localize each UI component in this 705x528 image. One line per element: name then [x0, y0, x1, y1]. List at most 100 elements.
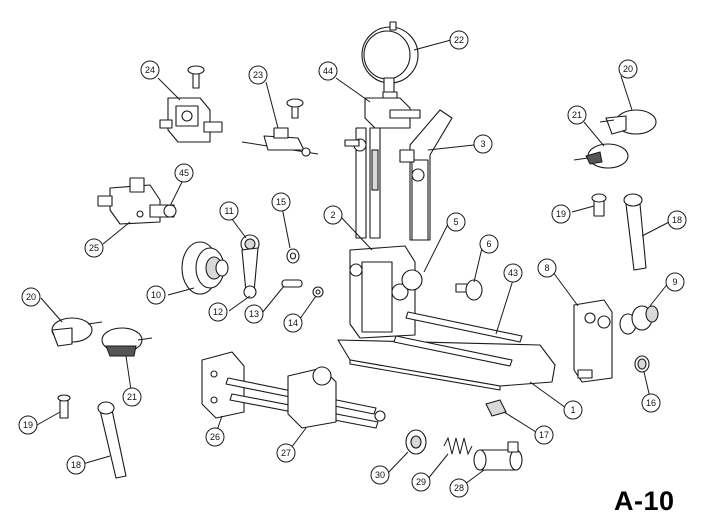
part-18-upper-tube: [623, 193, 647, 271]
callout-label: 9: [672, 277, 677, 287]
part-21-lower-indicator: [101, 327, 153, 357]
part-22-dial-indicator: [361, 21, 419, 99]
callout-29: 29: [411, 472, 431, 492]
callout-label: 24: [145, 65, 155, 75]
callout-18-upper: 18: [667, 210, 687, 230]
callout-19-upper: 19: [551, 204, 571, 224]
part-2-frame: [349, 245, 423, 339]
callout-17: 17: [534, 425, 554, 445]
callout-label: 45: [179, 168, 189, 178]
callout-23: 23: [248, 65, 268, 85]
figure-label: A-10: [614, 486, 675, 516]
callout-19-lower: 19: [18, 415, 38, 435]
callout-label: 14: [288, 318, 298, 328]
part-28-knob-assembly: [473, 441, 523, 471]
callout-label: 19: [556, 209, 566, 219]
part-20-lower-indicator: [51, 317, 103, 347]
callout-20-lower: 20: [21, 287, 41, 307]
callout-21-lower: 21: [122, 387, 142, 407]
callout-label: 23: [253, 70, 263, 80]
callout-10: 10: [146, 285, 166, 305]
callout-8: 8: [537, 258, 557, 278]
callout-label: 2: [330, 210, 335, 220]
callout-12: 12: [208, 302, 228, 322]
callout-label: 25: [89, 243, 99, 253]
part-10-knob: [181, 241, 229, 295]
callout-label: 12: [213, 307, 223, 317]
callout-label: 29: [416, 477, 426, 487]
callout-30: 30: [370, 465, 390, 485]
part-26-end-block: [201, 351, 245, 419]
callout-label: 17: [539, 430, 549, 440]
callout-label: 10: [151, 290, 161, 300]
callout-label: 21: [127, 392, 137, 402]
callout-label: 6: [486, 239, 491, 249]
part-44-column-holder: [344, 97, 421, 239]
callout-25: 25: [84, 238, 104, 258]
callout-label: 21: [572, 110, 582, 120]
callout-27: 27: [276, 443, 296, 463]
callout-21-upper: 21: [567, 105, 587, 125]
part-43-rods: [393, 311, 523, 367]
callout-26: 26: [205, 427, 225, 447]
callout-label: 8: [544, 263, 549, 273]
part-27-carriage: [225, 366, 386, 429]
callout-label: 19: [23, 420, 33, 430]
callout-20-upper: 20: [618, 59, 638, 79]
callout-2: 2: [323, 205, 343, 225]
callout-9: 9: [665, 272, 685, 292]
part-14-washer: [312, 286, 324, 298]
parts-artwork: [51, 21, 659, 479]
callout-45: 45: [174, 163, 194, 183]
part-20-upper-indicator: [599, 109, 657, 135]
callout-13: 13: [244, 304, 264, 324]
callout-label: 16: [646, 398, 656, 408]
part-29-spring: [443, 436, 473, 456]
callout-label: 20: [623, 64, 633, 74]
callout-28: 28: [449, 478, 469, 498]
callout-label: 15: [276, 197, 286, 207]
part-1-base: [337, 339, 556, 391]
part-23-slide: [241, 98, 319, 157]
part-21-upper-indicator: [573, 143, 629, 169]
callout-label: 13: [249, 309, 259, 319]
callout-1: 1: [563, 400, 583, 420]
callout-label: 3: [480, 139, 485, 149]
callout-16: 16: [641, 393, 661, 413]
part-30-nut: [405, 429, 427, 455]
callout-label: 27: [281, 448, 291, 458]
callout-label: 30: [375, 470, 385, 480]
leader-lines: [36, 39, 674, 485]
callout-44: 44: [318, 61, 338, 81]
callout-label: 20: [26, 292, 36, 302]
callout-22: 22: [449, 30, 469, 50]
part-19-upper-screw: [591, 193, 607, 217]
callout-3: 3: [473, 134, 493, 154]
callout-label: 28: [454, 483, 464, 493]
part-17-wedge: [485, 399, 507, 417]
callout-label: 18: [672, 215, 682, 225]
part-18-lower-tube: [97, 401, 127, 479]
part-15-washer: [286, 248, 300, 264]
callout-label: 44: [323, 66, 333, 76]
callout-label: 5: [453, 217, 458, 227]
callout-5: 5: [446, 212, 466, 232]
callout-18-lower: 18: [66, 455, 86, 475]
part-6-plunger: [455, 279, 483, 301]
callout-label: 18: [71, 460, 81, 470]
part-11-12-lever: [240, 234, 260, 299]
part-8-block: [573, 299, 613, 383]
callout-label: 43: [508, 268, 518, 278]
callout-43: 43: [503, 263, 523, 283]
callout-11: 11: [219, 201, 239, 221]
callout-15: 15: [271, 192, 291, 212]
callout-label: 22: [454, 35, 464, 45]
callout-label: 11: [224, 206, 233, 216]
part-24-clamp-block: [159, 65, 223, 143]
callout-14: 14: [283, 313, 303, 333]
part-25-cross-slide: [97, 177, 177, 225]
callout-24: 24: [140, 60, 160, 80]
callout-6: 6: [479, 234, 499, 254]
part-16-cap: [634, 355, 650, 373]
